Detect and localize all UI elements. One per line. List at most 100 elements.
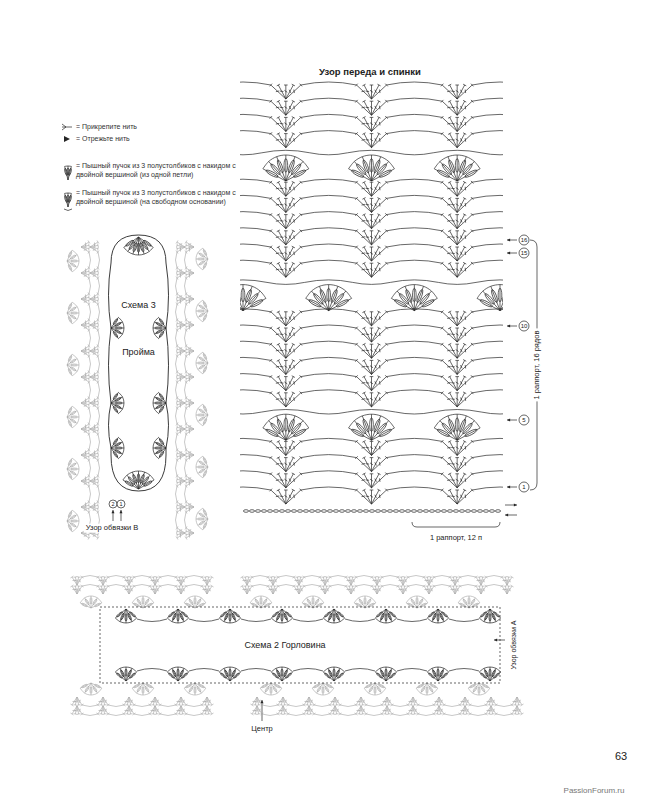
arrow-head: [505, 513, 508, 516]
stitch-slash: [293, 381, 295, 384]
stitch-slash: [93, 455, 96, 457]
puff-stitch: [241, 288, 245, 302]
stitch-stem: [271, 198, 286, 212]
stitch-slash: [370, 252, 373, 254]
stitch-top: [377, 441, 380, 443]
stitch-slash: [188, 427, 191, 429]
stitch-top: [176, 325, 178, 329]
stitch-stem: [177, 429, 185, 434]
stitch-stem: [357, 85, 372, 99]
stitch-top: [284, 214, 288, 215]
stitch-slash: [276, 90, 279, 92]
stitch-slash: [179, 271, 182, 273]
stitch-top: [455, 182, 459, 183]
stitch-top: [185, 504, 187, 508]
stitch-slash: [362, 269, 365, 271]
stitch-top: [377, 198, 380, 200]
puff-stitch: [199, 260, 205, 265]
stitch-top: [277, 343, 280, 345]
stitch-top: [176, 458, 178, 461]
chain-stitch: [291, 510, 296, 513]
stitch-slash: [284, 204, 287, 206]
stitch-stem: [457, 198, 458, 212]
stitch-top: [88, 403, 90, 407]
chain-arc: [387, 487, 443, 490]
stitch-stem: [271, 344, 286, 358]
fan-edge: [72, 458, 79, 480]
stitch-stem: [357, 377, 372, 391]
chain-arc: [387, 131, 443, 134]
stitch-stem: [285, 101, 286, 115]
stitch-stem: [186, 403, 194, 408]
stitch-top: [88, 500, 90, 503]
stitch-slash: [293, 316, 295, 319]
stitch-stem: [371, 328, 372, 342]
stitch-slash: [366, 398, 369, 399]
chain-arc: [301, 471, 357, 474]
stitch-stem: [357, 198, 372, 212]
stitch-stem: [286, 344, 294, 358]
chain-arc: [472, 98, 503, 101]
stitch-top: [176, 510, 178, 513]
stitch-top: [97, 296, 99, 300]
stitch-top: [292, 311, 295, 313]
chain-arc: [387, 228, 443, 231]
stitch-top: [88, 266, 90, 269]
stitch-stem: [371, 247, 372, 261]
stitch-stem: [186, 398, 194, 403]
stitch-slash: [456, 317, 459, 319]
stitch-stem: [372, 117, 387, 131]
stitch-stem: [81, 479, 89, 481]
stitch-slash: [179, 270, 182, 271]
stitch-slash: [379, 138, 381, 141]
stitch-top: [284, 182, 288, 183]
stitch-stem: [90, 268, 98, 273]
stitch-top: [270, 327, 272, 330]
chain-arc: [472, 82, 503, 85]
stitch-stem: [81, 323, 89, 325]
fan-edge: [349, 414, 395, 428]
stitch-slash: [276, 317, 279, 319]
stitch-top: [370, 473, 374, 474]
stitch-stem: [357, 134, 372, 148]
stitch-stem: [450, 85, 458, 99]
stitch-slash: [280, 269, 283, 270]
stitch-slash: [375, 381, 377, 384]
chain-arc: [301, 438, 357, 441]
stitch-top: [448, 262, 451, 264]
chain-arc: [387, 325, 443, 328]
chain-arc: [240, 82, 271, 85]
stitch-slash: [379, 397, 381, 400]
stitch-stem: [442, 360, 457, 374]
stitch-top: [176, 455, 178, 459]
stitch-top: [355, 456, 357, 459]
stitch-stem: [457, 182, 465, 196]
stitch-slash: [366, 188, 369, 189]
chain-stitch: [471, 510, 476, 513]
stitch-top: [377, 84, 380, 86]
chain-arc: [310, 153, 348, 155]
stitch-slash: [188, 426, 191, 427]
puff-stitch-stem: [198, 363, 208, 369]
stitch-stem: [285, 441, 286, 455]
stitch-top: [97, 504, 99, 508]
stitch-stem: [457, 198, 465, 212]
number-circle: [519, 415, 529, 425]
stitch-slash: [179, 453, 182, 455]
stitch-top: [270, 472, 272, 475]
puff-stitch-stem: [500, 291, 503, 311]
stitch-top: [448, 181, 451, 183]
chain-arc: [472, 212, 503, 215]
stitch-top: [185, 377, 187, 381]
stitch-slash: [362, 188, 365, 190]
stitch-top: [370, 263, 374, 264]
stitch-top: [97, 322, 99, 326]
stitch-top: [455, 328, 459, 329]
stitch-slash: [93, 379, 96, 380]
stitch-stem: [457, 474, 472, 488]
stitch-slash: [456, 463, 459, 465]
stitch-stem: [286, 441, 301, 455]
stitch-slash: [375, 203, 377, 206]
chain-arc: [387, 82, 443, 85]
stitch-top: [176, 507, 178, 511]
